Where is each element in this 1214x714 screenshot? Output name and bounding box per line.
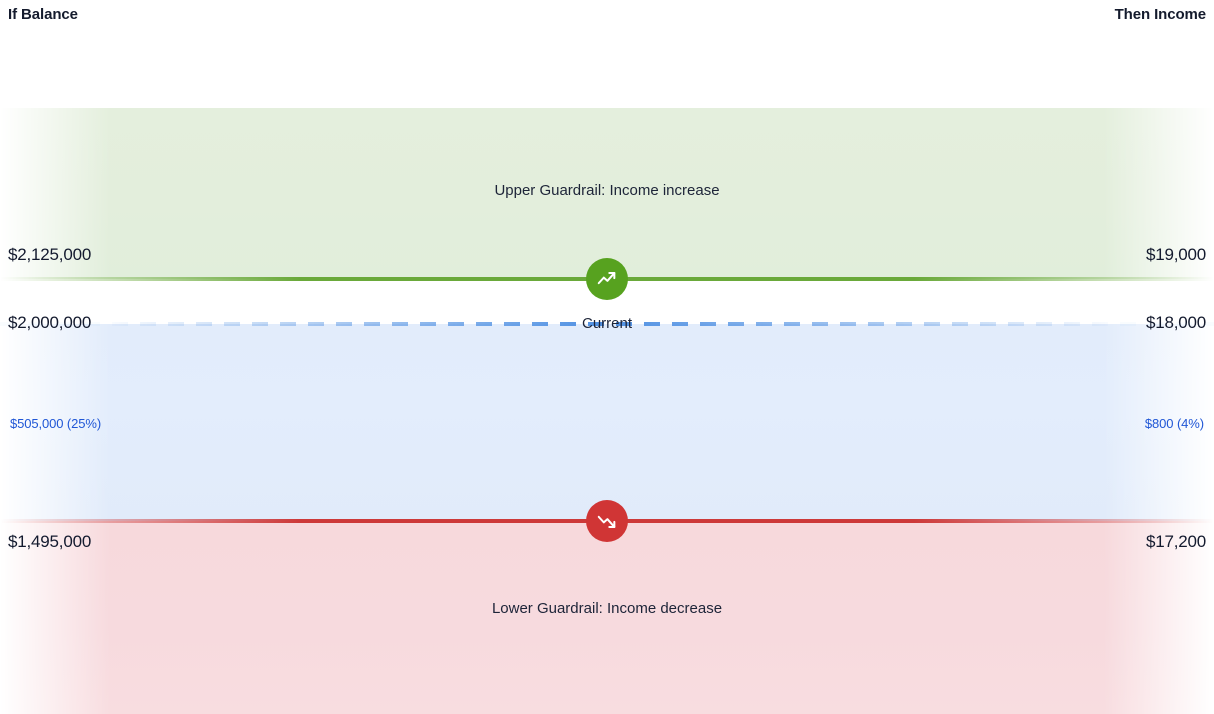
upper-guardrail-income: $19,000 [1145,245,1206,264]
balance-delta: $505,000 (25%) [10,416,102,431]
upper-guardrail-caption: Upper Guardrail: Income increase [494,182,720,199]
current-caption-wrap: Current [0,315,1214,332]
income-delta: $800 (4%) [1144,416,1204,431]
current-caption: Current [581,315,633,332]
column-header-then-income: Then Income [1114,6,1207,23]
column-header-if-balance: If Balance [8,6,78,23]
trending-down-icon[interactable] [586,500,628,542]
band-middle-blue [0,324,1214,521]
band-background [0,108,1214,714]
trending-down-glyph [597,515,616,528]
current-balance: $2,000,000 [8,313,92,332]
trending-up-glyph [597,272,616,285]
lower-guardrail-income: $17,200 [1145,532,1206,551]
trending-up-icon[interactable] [586,258,628,300]
band-upper-green [0,108,1214,279]
band-lower-red [0,521,1214,714]
lower-guardrail-balance: $1,495,000 [8,532,92,551]
lower-guardrail-caption: Lower Guardrail: Income decrease [491,600,723,617]
upper-guardrail-balance: $2,125,000 [8,245,92,264]
current-income: $18,000 [1145,313,1206,332]
current-dashed-line [0,322,1214,326]
